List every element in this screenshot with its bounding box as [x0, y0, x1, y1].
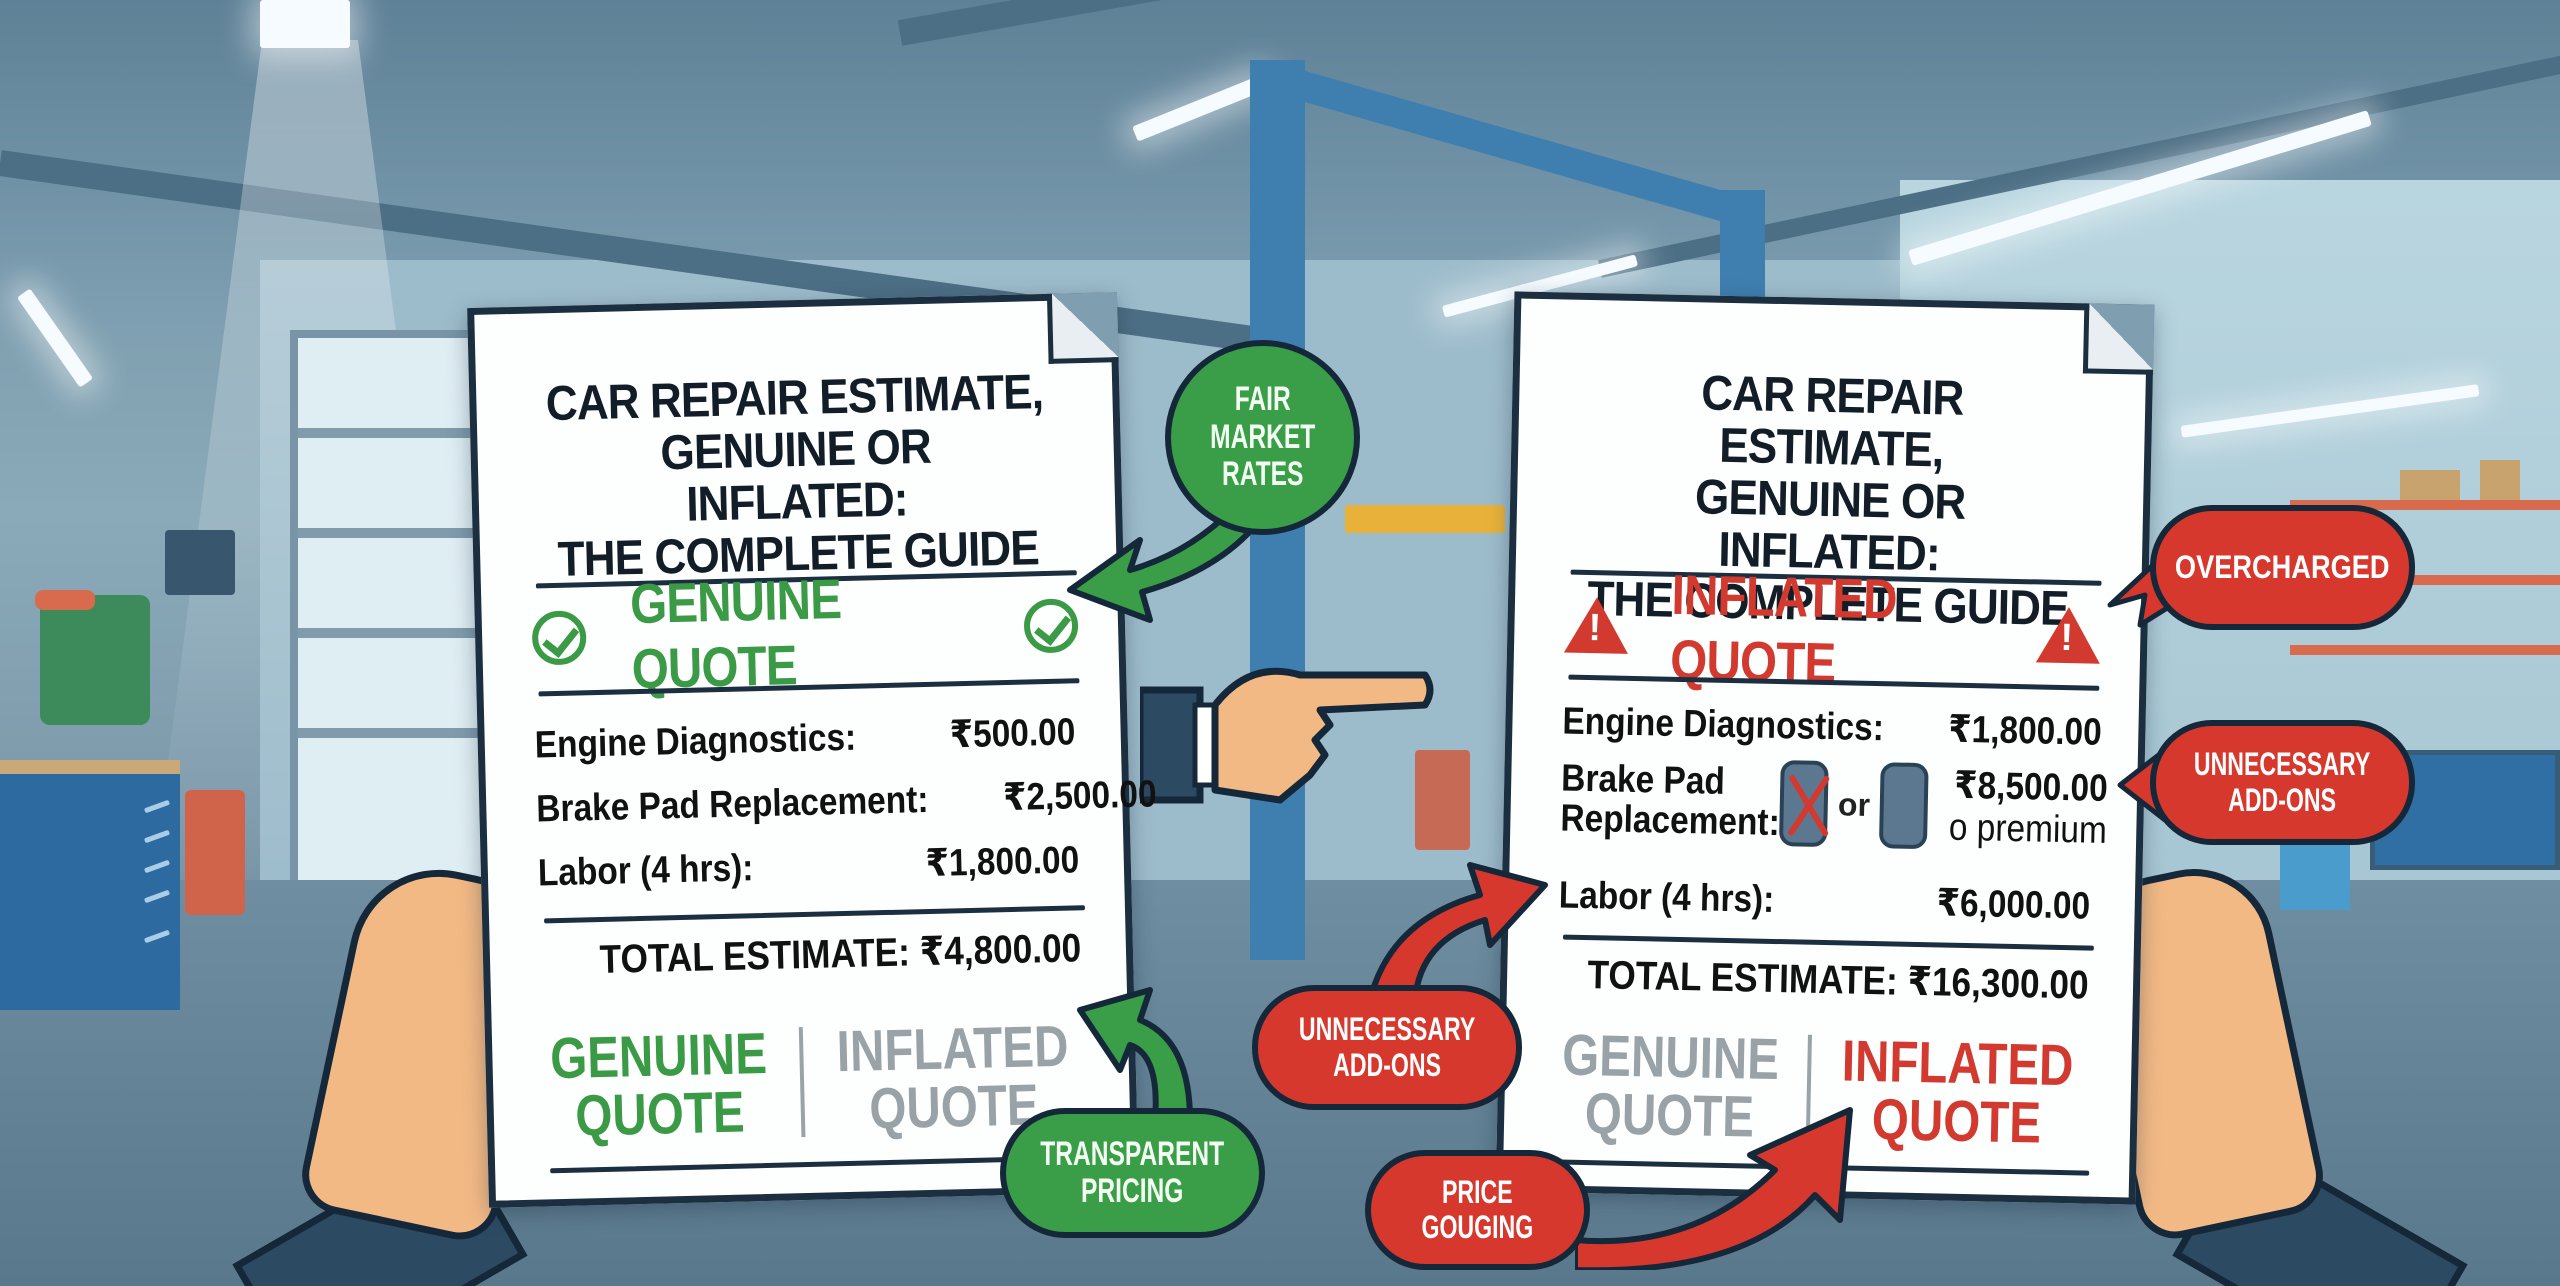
vertical-divider — [798, 1027, 806, 1138]
amount-note: o premium — [1948, 806, 2108, 852]
callout-line: PRICE — [1442, 1173, 1513, 1210]
drawer-handle — [143, 799, 171, 814]
item-label: Brake Pad Replacement: — [1560, 757, 1781, 845]
item-amount: ₹6,000.00 — [1935, 882, 2091, 928]
page-fold — [2082, 303, 2155, 375]
drawer-handle — [143, 829, 171, 844]
shelf — [2290, 645, 2560, 655]
line-item: Engine Diagnostics: ₹500.00 — [534, 690, 1076, 767]
drawer-handle — [143, 929, 171, 944]
line-item: Labor (4 hrs): ₹1,800.00 — [537, 818, 1079, 895]
callout-line: UNNECESSARY — [1298, 1011, 1476, 1048]
inflated-quote-badge: INFLATED QUOTE — [1563, 563, 2102, 694]
shelf — [2290, 575, 2560, 585]
line-items: Engine Diagnostics: ₹500.00 Brake Pad Re… — [534, 690, 1156, 895]
genuine-quote-badge: GENUINE QUOTE — [531, 567, 1079, 700]
title-line: CAR REPAIR ESTIMATE, — [545, 365, 1044, 432]
red-curved-arrow-icon — [1367, 862, 1548, 1000]
callout-line: GOUGING — [1421, 1209, 1534, 1245]
label-line: Replacement: — [1560, 797, 1781, 845]
total-estimate: TOTAL ESTIMATE: ₹16,300.00 — [1586, 953, 2089, 1008]
amount-value: ₹8,500.00 — [1954, 764, 2109, 810]
item-label: Labor (4 hrs): — [537, 847, 754, 895]
callout-line: OVERCHARGED — [2175, 548, 2390, 585]
unnecessary-addons-callout-left: UNNECESSARY ADD-ONS — [1252, 985, 1522, 1110]
unnecessary-addons-callout-right: UNNECESSARY ADD-ONS — [2150, 720, 2415, 845]
title-line: GENUINE OR INFLATED: — [659, 419, 932, 532]
callout-line: UNNECESSARY — [2194, 746, 2371, 783]
drawer-handle — [143, 889, 171, 904]
genuine-label: GENUINE QUOTE — [550, 1021, 769, 1149]
inflated-label: INFLATED QUOTE — [1840, 1028, 2075, 1155]
page-fold — [1046, 292, 1119, 364]
label-line: INFLATED — [1841, 1028, 2075, 1099]
inflated-estimate-document: CAR REPAIR ESTIMATE, GENUINE OR INFLATED… — [1495, 291, 2155, 1205]
genuine-estimate-document: CAR REPAIR ESTIMATE, GENUINE OR INFLATED… — [467, 292, 1157, 1208]
price-gouging-callout: PRICE GOUGING — [1365, 1150, 1590, 1270]
brake-pad-comparison: or — [1779, 760, 1929, 850]
transparent-pricing-callout: TRANSPARENT PRICING — [1000, 1108, 1265, 1238]
overcharged-callout: OVERCHARGED — [2150, 505, 2415, 630]
badge-label: GENUINE QUOTE — [629, 567, 842, 701]
callout-line: PRICING — [1081, 1172, 1184, 1210]
callout-line: MARKET — [1209, 417, 1316, 456]
wall-panel — [165, 530, 235, 595]
callout-line: FAIR — [1234, 380, 1291, 419]
brake-pad-icon — [1879, 762, 1929, 850]
total-estimate: TOTAL ESTIMATE: ₹4,800.00 — [598, 926, 1082, 983]
shelf-box — [2480, 460, 2520, 500]
callout-line: TRANSPARENT — [1040, 1134, 1225, 1173]
label-line: Brake Pad — [1560, 757, 1726, 803]
bench-tool — [35, 590, 95, 610]
green-up-arrow-icon — [1077, 987, 1193, 1120]
item-label: Labor (4 hrs): — [1558, 874, 1775, 921]
item-amount: ₹8,500.00 o premium — [1949, 765, 2109, 852]
drawer-handle — [143, 859, 171, 874]
crossed-brake-pad-icon — [1779, 760, 1829, 848]
warning-triangle-icon — [1563, 596, 1630, 654]
or-text: or — [1837, 785, 1871, 823]
item-amount: ₹500.00 — [949, 711, 1077, 757]
shelf — [2290, 500, 2560, 510]
line-item: Brake Pad Replacement: or ₹8,500.00 o pr… — [1560, 743, 2108, 864]
document-title: CAR REPAIR ESTIMATE, GENUINE OR INFLATED… — [544, 365, 1049, 587]
divider — [544, 905, 1085, 924]
divider — [1562, 934, 2094, 951]
oil-barrel — [1415, 750, 1470, 850]
tool-chest — [0, 760, 180, 1010]
callout-line: ADD-ONS — [2228, 781, 2337, 818]
label-line: GENUINE — [1561, 1022, 1780, 1093]
callout-line: ADD-ONS — [1333, 1046, 1441, 1083]
item-amount: ₹1,800.00 — [1948, 708, 2103, 754]
line-items: Engine Diagnostics: ₹1,800.00 Brake Pad … — [1558, 680, 2108, 929]
red-tank — [185, 790, 245, 915]
item-label: Engine Diagnostics: — [534, 716, 857, 767]
title-line: CAR REPAIR ESTIMATE, — [1700, 366, 1964, 478]
ceiling-lamp — [260, 0, 350, 48]
item-amount: ₹2,500.00 — [1002, 773, 1157, 820]
warning-triangle-icon — [2035, 606, 2101, 664]
pointing-hand-icon — [1140, 667, 1434, 804]
bench-tool — [40, 595, 150, 725]
label-line: QUOTE — [574, 1079, 746, 1149]
callout-line: RATES — [1221, 455, 1304, 494]
item-label: Engine Diagnostics: — [1562, 700, 1885, 750]
lift-arm — [1345, 505, 1505, 533]
shelf-box — [2400, 470, 2460, 500]
line-item: Labor (4 hrs): ₹6,000.00 — [1558, 853, 2090, 928]
line-item: Engine Diagnostics: ₹1,800.00 — [1562, 680, 2102, 755]
check-circle-icon — [531, 610, 587, 666]
fair-market-rates-callout: FAIR MARKET RATES — [1165, 340, 1360, 535]
item-amount: ₹1,800.00 — [924, 839, 1080, 886]
red-up-arrow-icon — [1575, 1107, 1853, 1270]
green-arrow-icon — [1067, 487, 1260, 623]
